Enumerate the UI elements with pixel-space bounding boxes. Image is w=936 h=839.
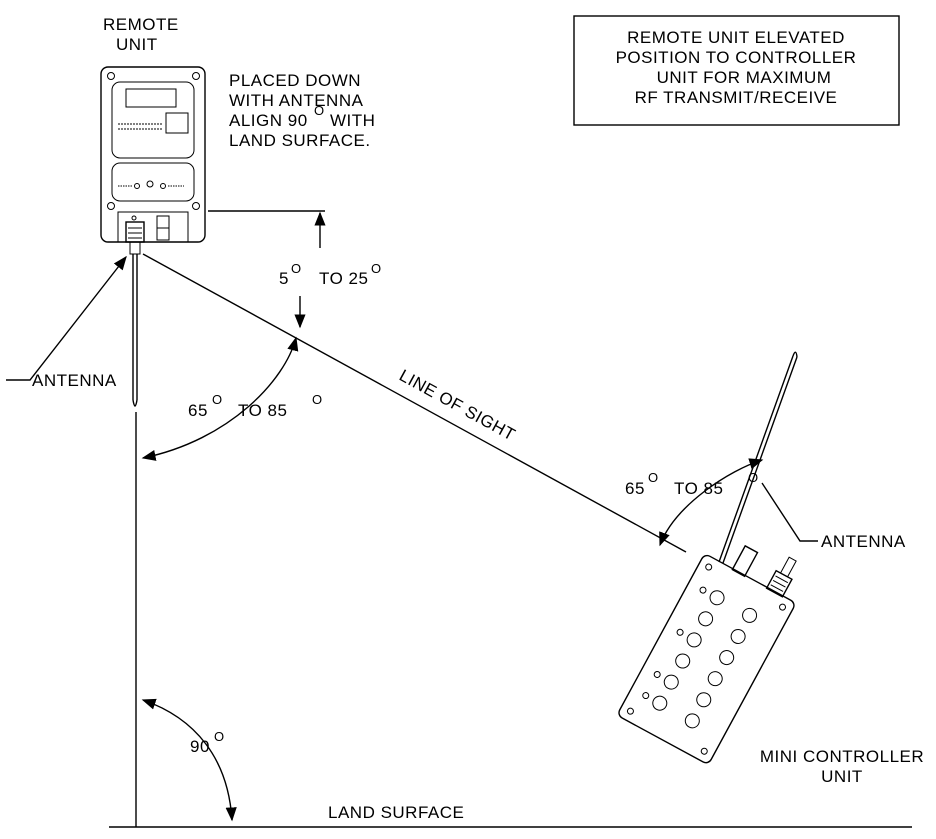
elevation-to: TO 25 (319, 269, 368, 288)
control-panel (112, 163, 194, 201)
placement-note-line1: PLACED DOWN (229, 71, 361, 90)
mini-antenna (719, 352, 797, 563)
lcd-screen (126, 89, 176, 107)
mini-angle-degree-1: O (648, 470, 658, 485)
remote-antenna (133, 254, 137, 406)
placement-note-line3-post: WITH (330, 111, 375, 130)
mini-angle-from: 65 (625, 479, 645, 498)
elevation-degree-2: O (371, 261, 381, 276)
antenna-right-label: ANTENNA (821, 532, 906, 551)
placement-note-line2: WITH ANTENNA (229, 91, 364, 110)
note-line4: RF TRANSMIT/RECEIVE (635, 88, 838, 107)
remote-unit (101, 67, 205, 242)
note-line2: POSITION TO CONTROLLER (616, 48, 857, 67)
ground-angle-arc (143, 700, 232, 820)
remote-unit-title-line1: REMOTE (103, 15, 179, 34)
ground-angle-value: 90 (190, 737, 210, 756)
note-line1: REMOTE UNIT ELEVATED (627, 28, 845, 47)
display-panel (112, 82, 194, 158)
ground-angle-degree: O (214, 729, 224, 744)
mini-angle-degree-2: O (748, 470, 758, 485)
remote-angle-from: 65 (188, 401, 208, 420)
remote-angle-degree-1: O (212, 392, 222, 407)
remote-angle-degree-2: O (312, 392, 322, 407)
mini-controller-title-line2: UNIT (821, 767, 863, 786)
antenna-left-leader (6, 257, 126, 380)
remote-angle-to: TO 85 (238, 401, 287, 420)
antenna-left-label: ANTENNA (32, 371, 117, 390)
remote-unit-title-line2: UNIT (116, 35, 158, 54)
mini-controller-title-line1: MINI CONTROLLER (760, 747, 924, 766)
remote-antenna-connector (126, 222, 144, 254)
antenna-right-leader (762, 483, 818, 541)
placement-degree-mark: O (314, 103, 324, 118)
mini-button-grid (640, 583, 759, 731)
placement-note-line4: LAND SURFACE. (229, 131, 371, 150)
elevation-from: 5 (279, 269, 289, 288)
line-of-sight-label: LINE OF SIGHT (396, 366, 519, 445)
line-of-sight (143, 254, 686, 552)
placement-note-line3-pre: ALIGN 90 (229, 111, 308, 130)
elevation-degree-1: O (291, 261, 301, 276)
mini-controller (617, 521, 814, 765)
mini-angle-to: TO 85 (674, 479, 723, 498)
mini-handle (732, 546, 757, 576)
land-surface-label: LAND SURFACE (328, 803, 464, 822)
mini-angle-arc (660, 460, 762, 545)
note-line3: UNIT FOR MAXIMUM (657, 68, 832, 87)
